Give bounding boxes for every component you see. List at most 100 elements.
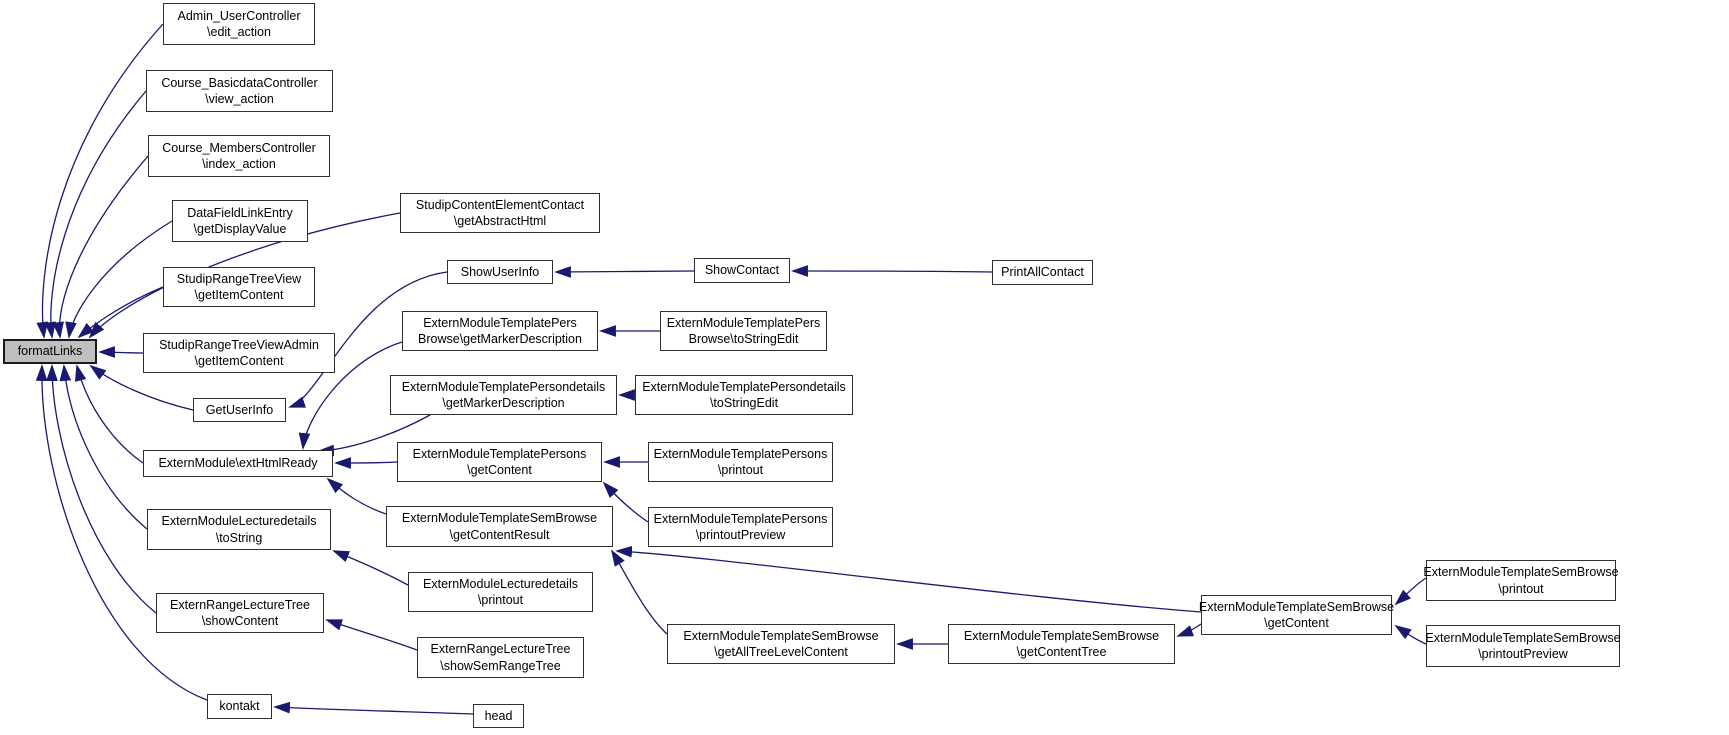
graph-node-sembrowse-contentresult[interactable]: ExternModuleTemplateSemBrowse\getContent… — [386, 506, 613, 547]
graph-node-sembrowse-printoutpreview[interactable]: ExternModuleTemplateSemBrowse \printoutPr… — [1425, 625, 1621, 667]
graph-node-kontakt[interactable]: kontakt — [207, 694, 272, 719]
edge-kontakt-to-formatlinks — [35, 364, 208, 701]
graph-node-label: Browse\toStringEdit — [688, 332, 799, 346]
graph-node-persondetails-tostringedit[interactable]: ExternModuleTemplatePersondetails \toStri… — [635, 375, 853, 415]
graph-node-persondetails-marker[interactable]: ExternModuleTemplatePersondetails \getMar… — [390, 375, 617, 415]
graph-node-getuserinfo[interactable]: GetUserInfo — [193, 398, 286, 422]
graph-node-label: Course_BasicdataController — [161, 75, 318, 90]
edge-persons-getcontent-to-exthtmlready — [334, 457, 398, 469]
graph-node-label: StudipRangeTreeViewAdmin — [159, 337, 319, 352]
edge-persbrowse-marker-to-exthtmlready — [298, 341, 403, 450]
graph-node-label: \getContentResult — [449, 527, 550, 542]
graph-node-label: ExternModuleTemplatePersondetails — [401, 379, 606, 394]
graph-node-label: \toStringEdit — [709, 396, 779, 410]
edge-sembrowse-getcontent-to-sembrowse-contentresult — [615, 545, 1202, 613]
graph-node-admin-edit-action[interactable]: Admin_UserController \edit_action — [163, 3, 315, 45]
edge-rangetree-getitem-to-formatlinks — [77, 286, 164, 339]
graph-node-label: Admin_UserController — [177, 8, 301, 23]
graph-node-label: ExternModuleTemplatePersons — [412, 446, 587, 461]
graph-node-showcontact[interactable]: ShowContact — [694, 258, 790, 283]
graph-node-contact-getabstract[interactable]: StudipContentElementContact\getAbstractH… — [400, 193, 600, 233]
graph-node-label: GetUserInfo — [205, 402, 274, 417]
edge-datafield-getdisplay-to-formatlinks — [65, 220, 173, 339]
graph-node-course-index-action[interactable]: Course_MembersController\index_action — [148, 135, 330, 177]
edge-sembrowse-alltreelevel-to-sembrowse-contentresult — [610, 549, 668, 635]
edge-lecturedetails-tostring-to-formatlinks — [59, 364, 148, 530]
edge-head-to-kontakt — [273, 701, 474, 715]
graph-node-label: Browse\getMarkerDescription — [418, 332, 582, 346]
graph-node-label: \edit_action — [207, 25, 271, 39]
edge-exthtmlready-to-formatlinks — [74, 364, 144, 464]
graph-node-label: ExternModuleTemplateSemBrowse — [1198, 599, 1395, 614]
edge-lecturedetails-printout-to-lecturedetails-tostring — [332, 550, 409, 586]
graph-node-sembrowse-getcontent[interactable]: ExternModuleTemplateSemBrowse \getContent — [1198, 595, 1395, 635]
graph-node-label: \getItemContent — [194, 288, 284, 302]
graph-node-label: ShowContact — [704, 263, 780, 278]
edge-rangelecture-showcontent-to-formatlinks — [46, 364, 157, 614]
graph-node-lecturedetails-printout[interactable]: ExternModuleLecturedetails\printout — [408, 572, 593, 612]
edge-persons-printoutpreview-to-persons-getcontent — [602, 481, 649, 523]
graph-node-persons-printout[interactable]: ExternModuleTemplatePersons\printout — [648, 442, 833, 482]
graph-node-label: \showContent — [201, 614, 279, 628]
graph-node-sembrowse-alltreelevel[interactable]: ExternModuleTemplateSemBrowse \getAllTree… — [667, 624, 895, 664]
graph-node-showsemrangetree[interactable]: ExternRangeLectureTree \showSemRangeTree — [417, 637, 584, 678]
graph-node-showuserinfo[interactable]: ShowUserInfo — [447, 260, 553, 284]
graph-node-label: ExternRangeLectureTree — [430, 642, 571, 656]
graph-node-label: \getContent — [467, 463, 532, 477]
edge-showuserinfo-to-getuserinfo — [288, 271, 448, 408]
graph-node-label: ExternModuleTemplatePersondetails — [642, 379, 846, 394]
graph-node-label: head — [484, 708, 513, 723]
graph-node-label: \getItemContent — [194, 354, 284, 368]
graph-node-label: \printout — [1498, 581, 1544, 596]
graph-node-label: ExternModuleTemplateSemBrowse — [683, 628, 879, 643]
graph-node-label: \showSemRangeTree — [440, 658, 561, 673]
graph-node-rangelecture-showcontent[interactable]: ExternRangeLectureTree \showContent — [156, 593, 324, 633]
graph-node-lecturedetails-tostring[interactable]: ExternModuleLecturedetails \toString — [147, 509, 331, 550]
edge-admin-edit-action-to-formatlinks — [36, 23, 164, 339]
graph-node-label: ExternRangeLectureTree — [170, 597, 310, 612]
graph-node-rangetree-getitem[interactable]: StudipRangeTreeView \getItemContent — [163, 267, 315, 307]
graph-node-sembrowse-contenttree[interactable]: ExternModuleTemplateSemBrowse\getContent… — [948, 624, 1175, 664]
graph-node-persons-printoutpreview[interactable]: ExternModuleTemplatePersons\printoutPrev… — [648, 507, 833, 547]
graph-node-label: ExternModuleLecturedetails — [161, 514, 317, 528]
graph-node-label: PrintAllContact — [1001, 265, 1084, 280]
graph-node-label: ExternModuleTemplatePersons — [653, 511, 828, 526]
graph-node-label: StudipContentElementContact — [415, 197, 585, 212]
edge-course-view-action-to-formatlinks — [44, 90, 147, 339]
edge-course-index-action-to-formatlinks — [52, 155, 149, 339]
graph-node-exthtmlready[interactable]: ExternModule\extHtmlReady — [143, 450, 333, 477]
graph-node-label: \toString — [215, 530, 263, 545]
graph-node-label: kontakt — [219, 699, 260, 714]
graph-node-label: ExternModuleTemplatePers — [666, 315, 821, 330]
edge-getuserinfo-to-formatlinks — [89, 364, 194, 411]
edge-printallcontact-to-showcontact — [791, 265, 993, 277]
graph-node-formatlinks: formatLinks — [3, 339, 97, 364]
graph-node-label: StudipRangeTreeView — [176, 271, 302, 286]
graph-node-label: ShowUserInfo — [460, 264, 540, 279]
graph-node-label: \getContent — [1264, 616, 1329, 630]
edge-showsemrangetree-to-rangelecture-showcontent — [325, 619, 418, 651]
graph-node-label: \getAllTreeLevelContent — [714, 645, 848, 659]
graph-node-label: \getContentTree — [1016, 645, 1107, 659]
edge-sembrowse-getcontent-to-sembrowse-contenttree — [1176, 623, 1202, 637]
graph-node-label: \getMarkerDescription — [442, 396, 565, 410]
graph-node-label: \getDisplayValue — [193, 222, 287, 236]
graph-node-rangetreeadmin-getitem[interactable]: StudipRangeTreeViewAdmin \getItemContent — [143, 333, 335, 373]
graph-node-label: DataFieldLinkEntry — [187, 205, 293, 220]
graph-node-datafield-getdisplay[interactable]: DataFieldLinkEntry \getDisplayValue — [172, 200, 308, 242]
graph-node-label: ExternModuleTemplateSemBrowse — [1425, 630, 1621, 645]
graph-node-label: ExternModuleTemplatePersons — [653, 446, 828, 461]
graph-node-label: ExternModule\extHtmlReady — [158, 456, 318, 471]
edge-sembrowse-contentresult-to-exthtmlready — [326, 477, 387, 515]
graph-node-label: ExternModuleTemplateSemBrowse — [1423, 565, 1619, 579]
graph-node-head[interactable]: head — [473, 704, 524, 728]
graph-node-label: \printoutPreview — [1478, 647, 1568, 661]
graph-node-persons-getcontent[interactable]: ExternModuleTemplatePersons \getContent — [397, 442, 602, 482]
graph-node-printallcontact[interactable]: PrintAllContact — [992, 260, 1093, 285]
graph-node-sembrowse-printout[interactable]: ExternModuleTemplateSemBrowse \printout — [1423, 560, 1619, 601]
graph-node-course-view-action[interactable]: Course_BasicdataController\view_action — [146, 70, 333, 112]
